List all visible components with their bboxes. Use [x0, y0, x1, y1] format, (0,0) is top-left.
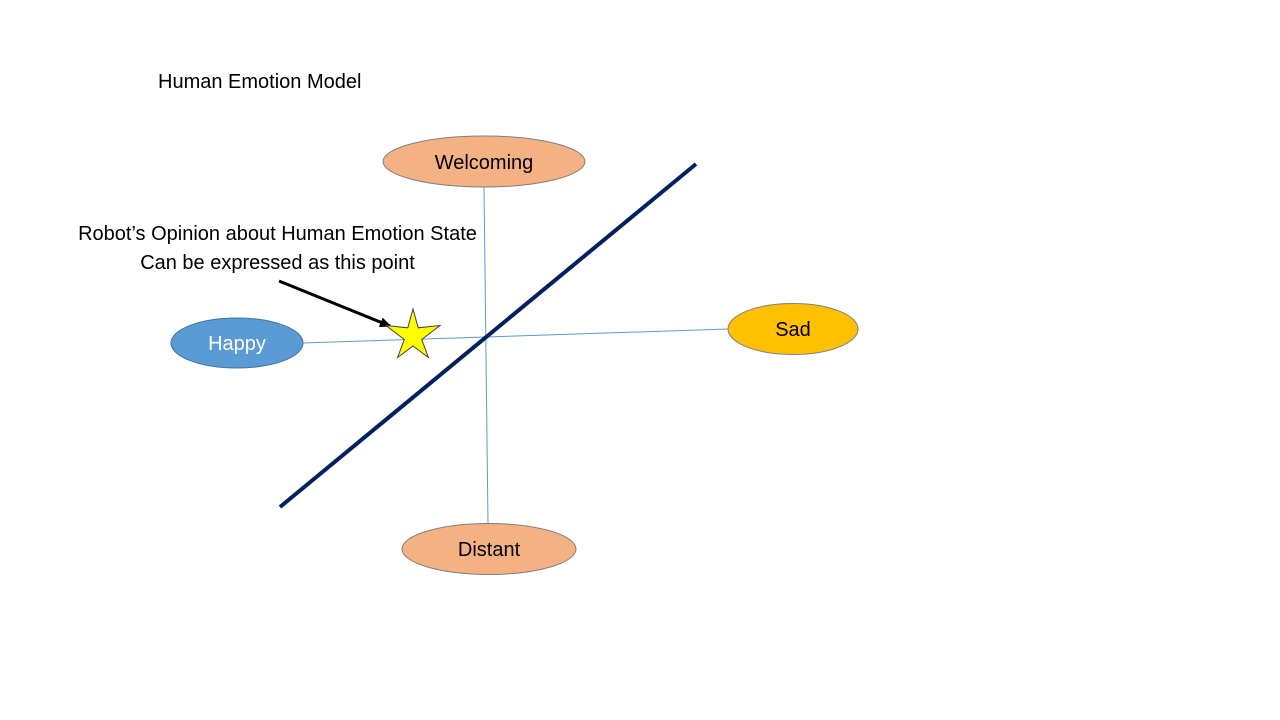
- sad-ellipse: [727, 303, 859, 355]
- annotation-line-2: Can be expressed as this point: [140, 252, 415, 274]
- vertical-axis-line: [483, 186, 489, 525]
- annotation-line-1: Robot’s Opinion about Human Emotion Stat…: [78, 223, 477, 245]
- distant-ellipse: [401, 523, 577, 575]
- pointer-arrow: [278, 279, 392, 328]
- node-happy: Happy: [170, 317, 304, 369]
- diagram-title: Human Emotion Model: [158, 71, 362, 93]
- distant-label: Distant: [458, 539, 521, 561]
- diagonal-boundary-line: [278, 162, 698, 509]
- welcoming-label: Welcoming: [435, 152, 534, 174]
- horizontal-axis-line: [302, 328, 729, 344]
- sad-label: Sad: [775, 319, 811, 341]
- annotation-text: Robot’s Opinion about Human Emotion Stat…: [40, 220, 515, 278]
- happy-ellipse: [170, 317, 304, 369]
- star-icon: [384, 307, 442, 359]
- welcoming-ellipse: [382, 135, 586, 188]
- happy-label: Happy: [208, 333, 266, 355]
- node-sad: Sad: [727, 303, 859, 355]
- node-welcoming: Welcoming: [382, 135, 586, 188]
- node-distant: Distant: [401, 523, 577, 575]
